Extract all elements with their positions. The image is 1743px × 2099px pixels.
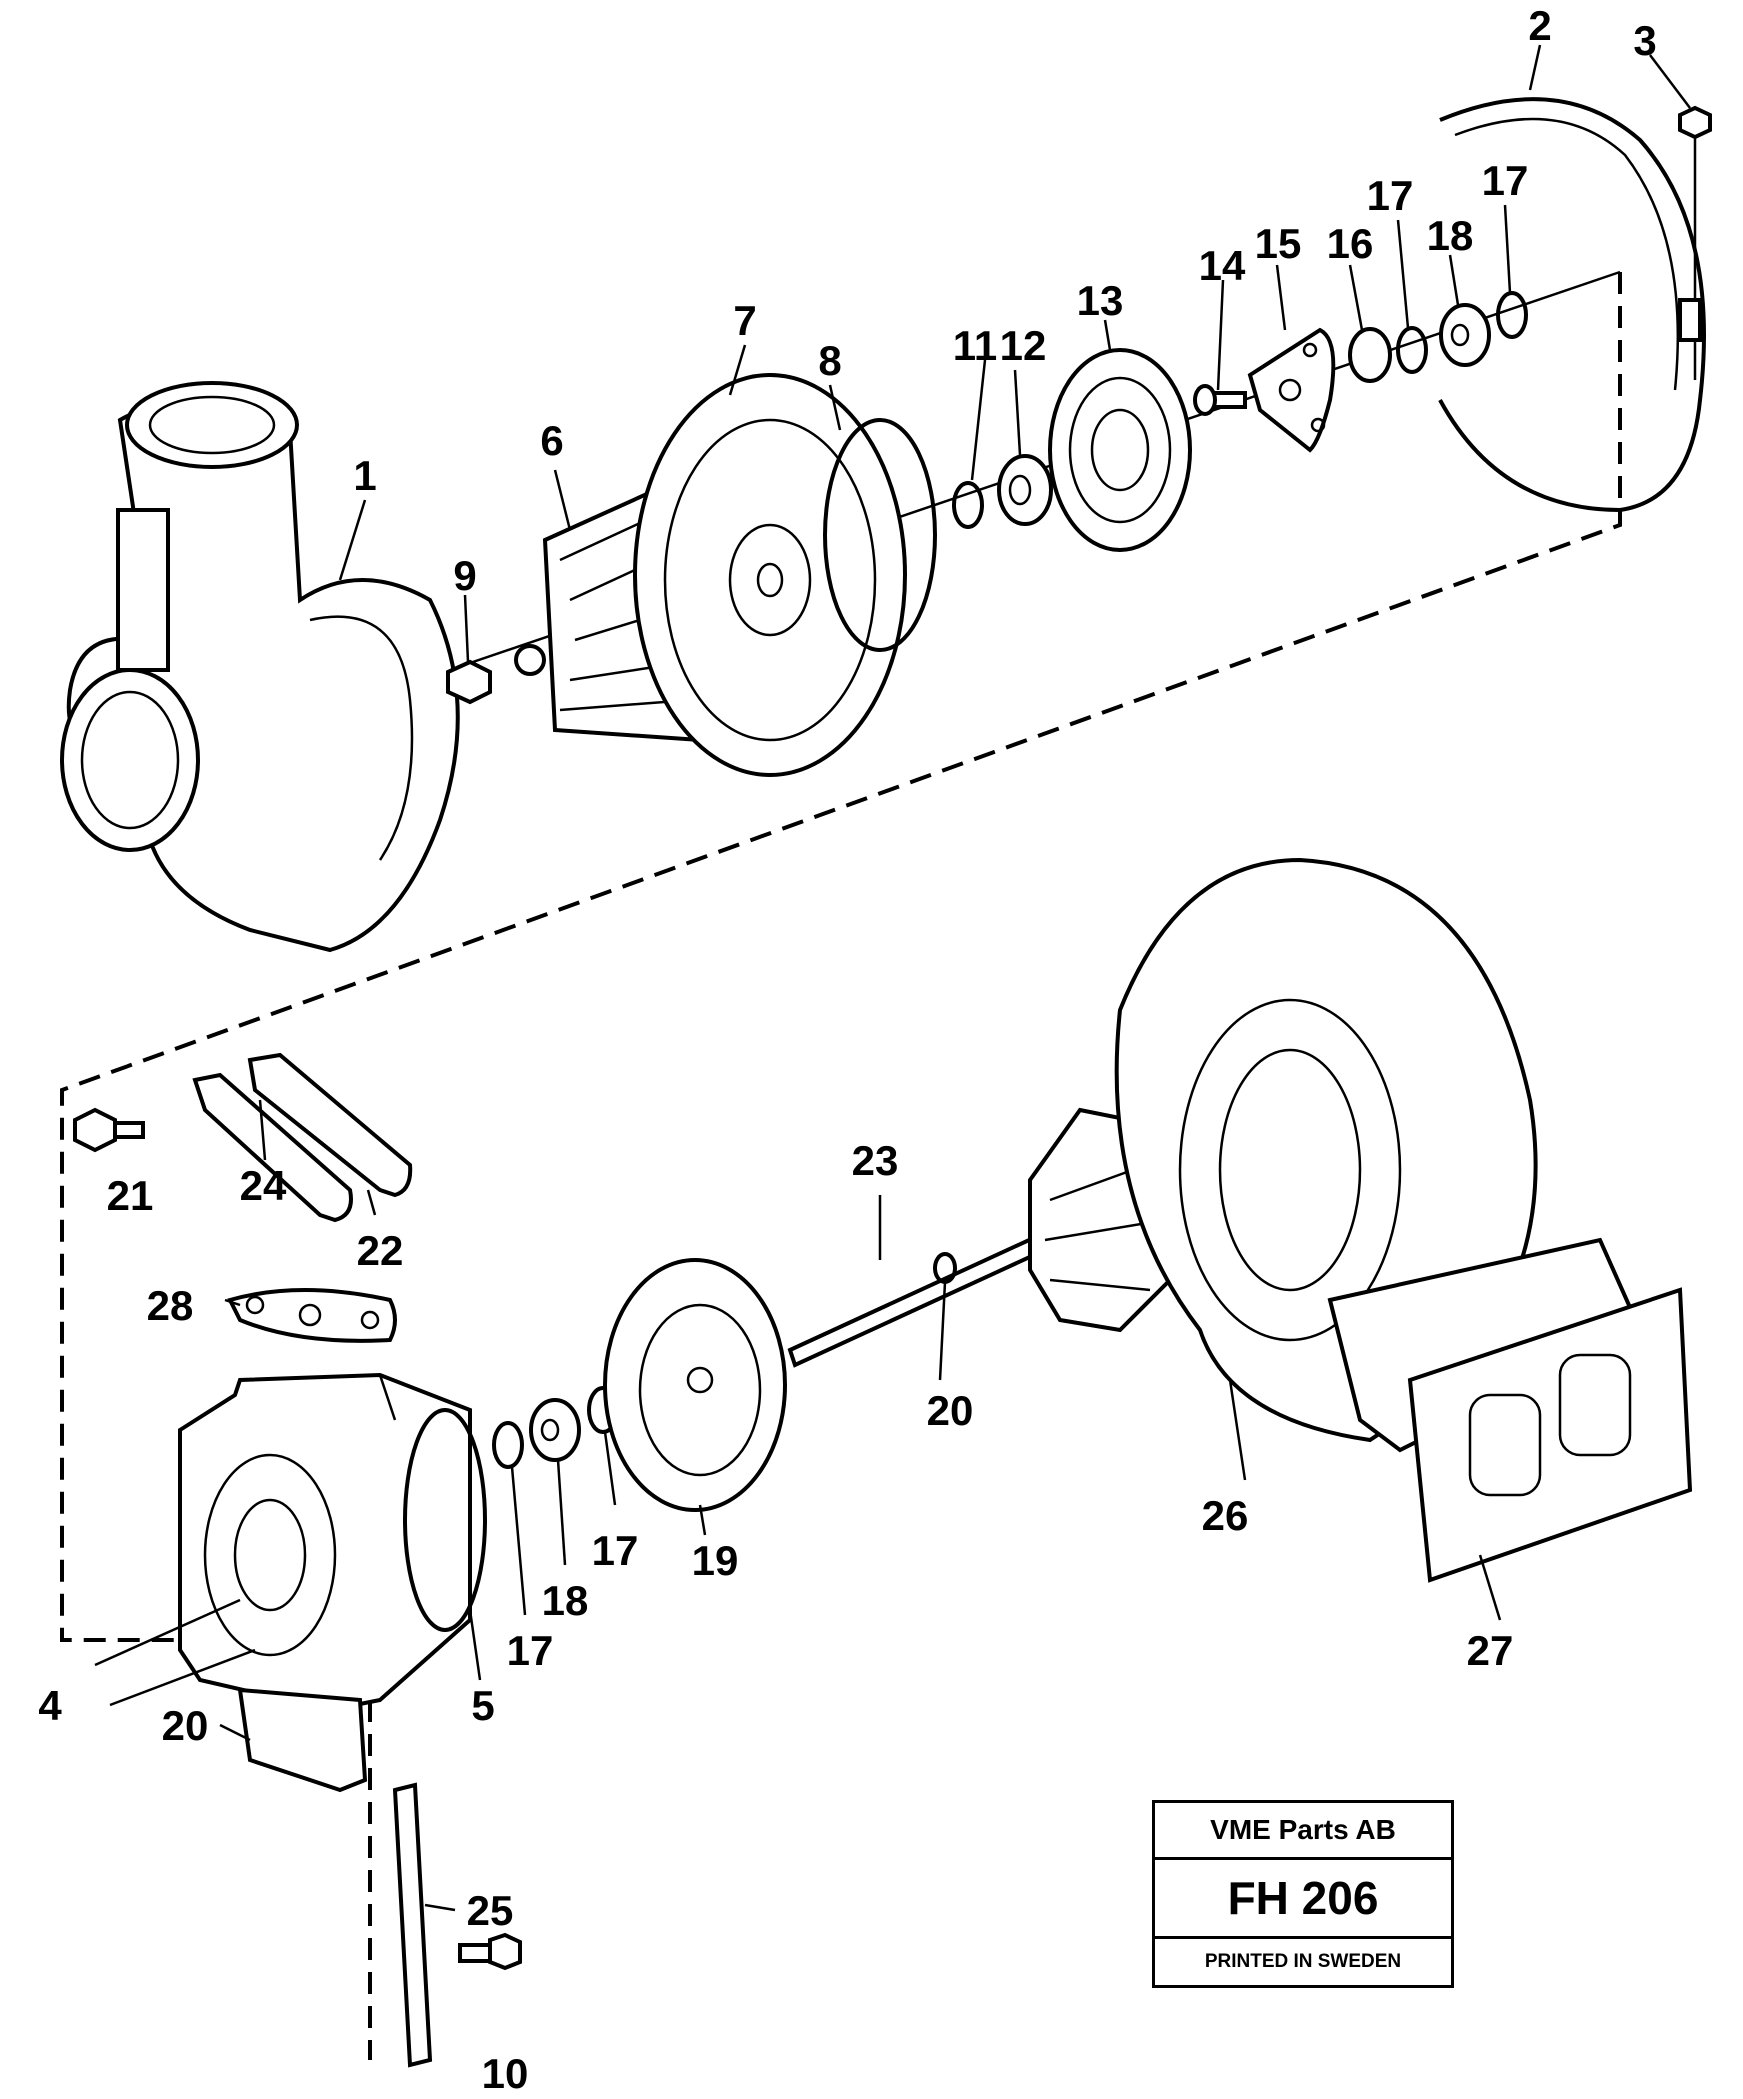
bearing-insert-part [1048, 348, 1192, 552]
turbine-housing-part [1114, 857, 1643, 1453]
lower-strap-part [392, 1782, 433, 2068]
bracket-strap-part [192, 1072, 353, 1223]
part-label-22: 22 [357, 1227, 404, 1274]
gasket-small-part [227, 1288, 397, 1343]
part-label-10: 10 [482, 2050, 529, 2097]
part-label-28: 28 [147, 1282, 194, 1329]
center-housing-part [178, 1372, 487, 1793]
part-label-27: 27 [1467, 1627, 1514, 1674]
part-label-1: 1 [353, 452, 376, 499]
part-label-19: 19 [692, 1537, 739, 1584]
part-labels: 1 2 3 4 5 6 7 8 9 10 11 12 13 14 15 16 1… [38, 2, 1656, 2097]
title-block-printed: PRINTED IN SWEDEN [1152, 1936, 1454, 1988]
compressor-housing-part [60, 381, 460, 953]
part-label-18: 18 [542, 1577, 589, 1624]
part-label-21: 21 [107, 1172, 154, 1219]
turbine-shaft-part [787, 1232, 1048, 1368]
bracket-strap-part [247, 1052, 413, 1198]
part-label-15: 15 [1255, 220, 1302, 267]
part-label-18: 18 [1427, 212, 1474, 259]
part-label-3: 3 [1633, 17, 1656, 64]
lower-bolt-part [458, 1932, 522, 1971]
screw-part [1193, 384, 1247, 416]
part-label-13: 13 [1077, 277, 1124, 324]
part-label-12: 12 [1000, 322, 1047, 369]
bearing-upper-part [1439, 303, 1491, 367]
title-block-company: VME Parts AB [1152, 1800, 1454, 1860]
circlip-upper-part [1496, 291, 1528, 339]
circlip-lower-part [492, 1421, 524, 1469]
part-label-26: 26 [1202, 1492, 1249, 1539]
part-label-20: 20 [927, 1387, 974, 1434]
bolt-part [73, 1107, 145, 1153]
spacer-part [1348, 327, 1392, 383]
leader-lines [94, 44, 1691, 1912]
heat-shield-part [603, 1258, 787, 1512]
part-label-16: 16 [1327, 220, 1374, 267]
gasket-large-part [1407, 1287, 1693, 1583]
assembly-dash-line-upper [60, 272, 1622, 1642]
part-label-20: 20 [162, 1702, 209, 1749]
part-label-11: 11 [953, 322, 997, 369]
v-band-clamp-part [1438, 97, 1706, 513]
part-label-2: 2 [1528, 2, 1551, 49]
clamp-bolt-part [1678, 105, 1712, 380]
nut-part [446, 659, 492, 705]
part-label-6: 6 [540, 417, 563, 464]
part-label-24: 24 [240, 1162, 287, 1209]
part-label-7: 7 [733, 297, 756, 344]
thrust-plate-part [1247, 327, 1336, 453]
v-band-clamp-part [1454, 117, 1680, 391]
part-label-9: 9 [453, 552, 476, 599]
part-label-14: 14 [1199, 242, 1246, 289]
part-label-5: 5 [471, 1682, 494, 1729]
backplate-part [633, 373, 907, 777]
part-label-23: 23 [852, 1137, 899, 1184]
part-label-17: 17 [507, 1627, 554, 1674]
part-label-17: 17 [1367, 172, 1414, 219]
circlip-upper-part [1396, 326, 1428, 374]
part-label-17: 17 [1482, 157, 1529, 204]
part-label-17: 17 [592, 1527, 639, 1574]
bearing-lower-part [529, 1398, 581, 1462]
thrust-collar-part [997, 454, 1053, 526]
title-block-code: FH 206 [1152, 1857, 1454, 1939]
o-ring-part [823, 418, 937, 652]
part-label-25: 25 [467, 1887, 514, 1934]
seal-ring-part [952, 481, 984, 529]
part-label-8: 8 [818, 337, 841, 384]
part-label-4: 4 [38, 1682, 62, 1729]
